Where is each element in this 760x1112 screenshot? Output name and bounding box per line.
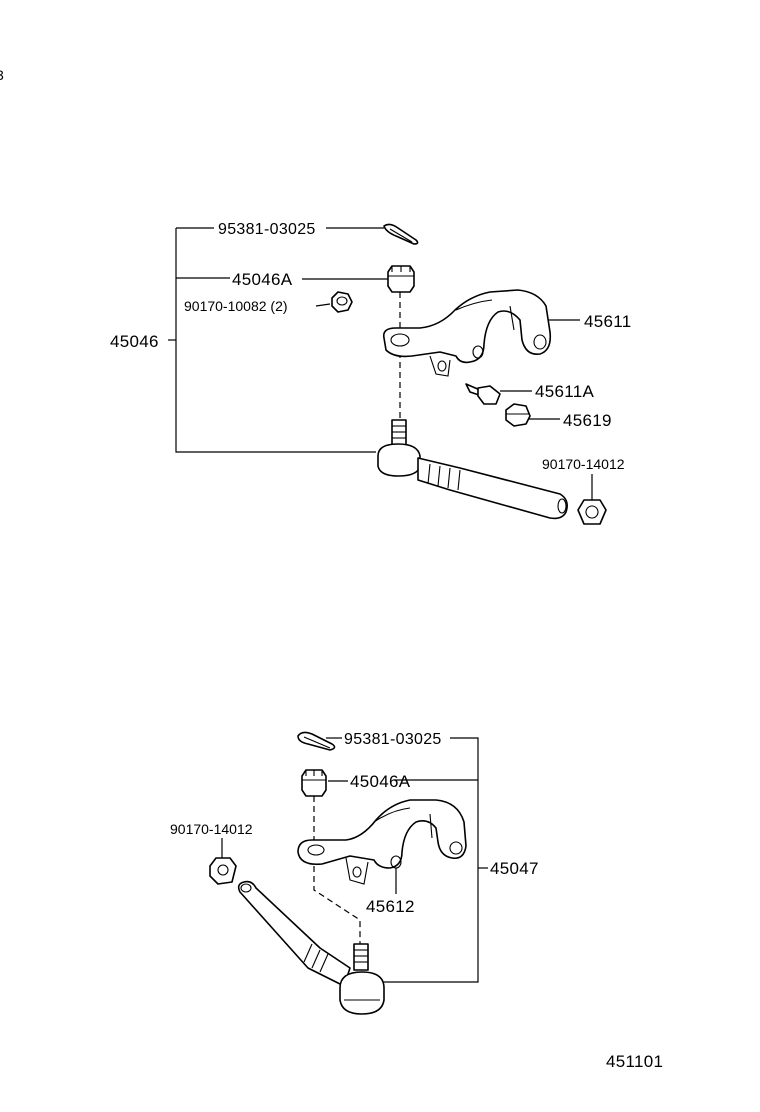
lower-cotter-pin-icon (297, 731, 336, 751)
lower-bracket-45047 (372, 737, 479, 983)
lower-knuckle-arm-icon (297, 799, 467, 885)
lower-lock-nut-icon (209, 857, 237, 885)
label-90170-14012-upper: 90170-14012 (542, 456, 625, 472)
upper-knuckle-arm-icon (382, 289, 552, 377)
upper-bolt-icon (465, 383, 501, 405)
label-45046a-upper: 45046A (232, 270, 293, 289)
upper-assembly: 95381-03025 45046A 90170-10082 (2) 45046… (110, 221, 632, 525)
label-45046: 45046 (110, 332, 159, 351)
upper-castle-nut-icon (387, 265, 415, 293)
upper-nut-icon (505, 403, 531, 427)
lower-assembly: 95381-03025 45046A 90170-14012 45047 456… (170, 731, 539, 1015)
label-45619: 45619 (563, 411, 612, 430)
label-95381-03025-lower: 95381-03025 (344, 731, 442, 748)
label-45612: 45612 (366, 897, 415, 916)
label-90170-14012-lower: 90170-14012 (170, 821, 253, 837)
lower-center-line (313, 796, 361, 944)
lower-castle-nut-icon (301, 769, 327, 797)
label-95381-03025-upper: 95381-03025 (218, 221, 316, 238)
diagram-number: 451101 (606, 1052, 663, 1071)
label-45047: 45047 (490, 859, 539, 878)
upper-tie-rod-end-icon (377, 419, 568, 520)
label-45611: 45611 (584, 312, 632, 331)
corner-mark: 3 (0, 67, 4, 83)
upper-cotter-pin-icon (383, 223, 419, 245)
label-90170-10082: 90170-10082 (2) (184, 298, 288, 314)
label-45611a: 45611A (535, 382, 595, 401)
upper-lock-nut-icon (577, 499, 607, 525)
label-45046a-lower: 45046A (350, 772, 411, 791)
upper-bracket-45046 (175, 228, 376, 453)
upper-small-nut-icon (331, 291, 353, 313)
lower-tie-rod-end-icon (237, 880, 385, 1015)
